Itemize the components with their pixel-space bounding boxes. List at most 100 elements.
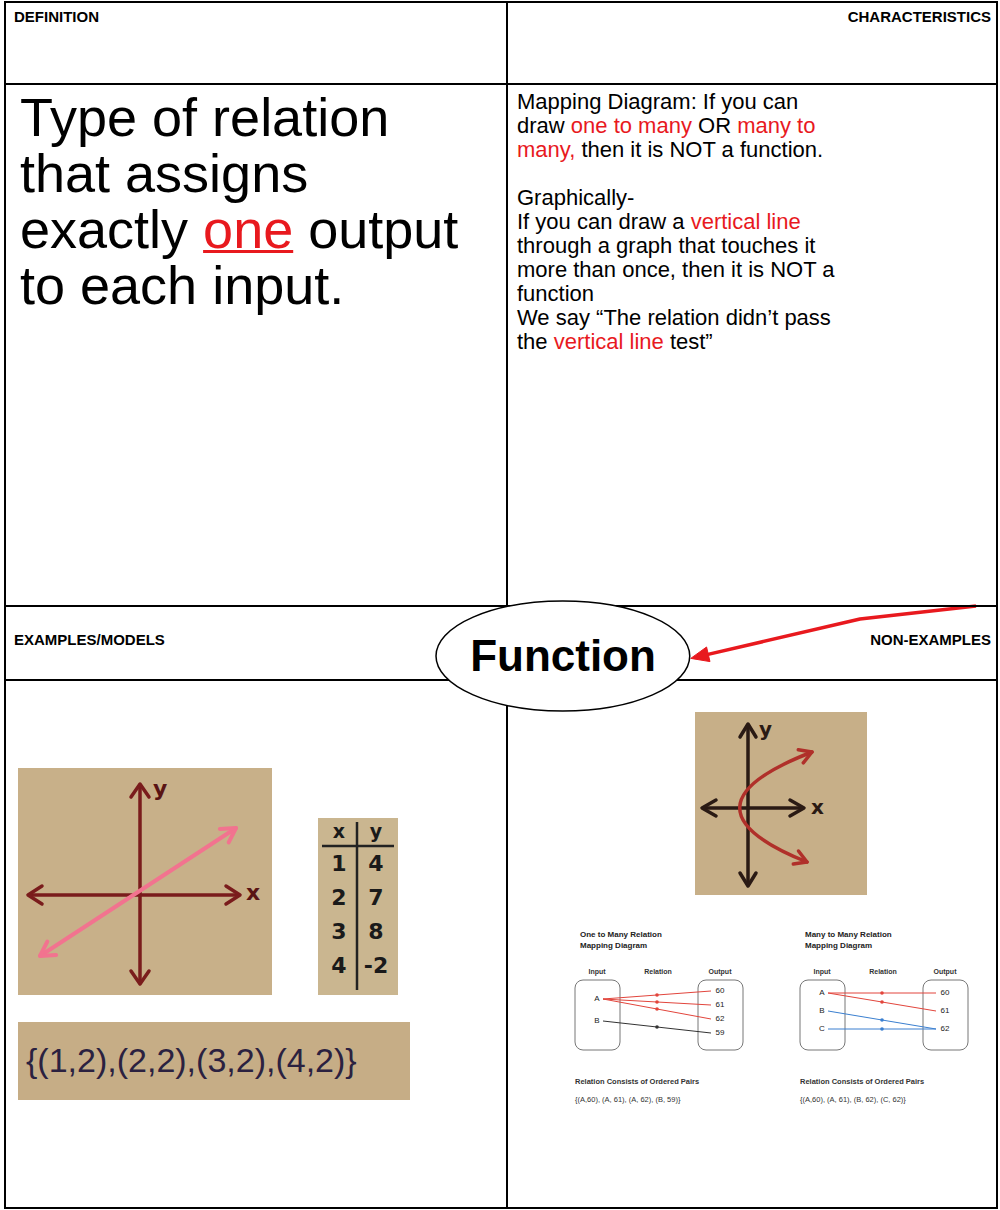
header-strip: EXAMPLES/MODELS	[6, 607, 506, 681]
table-cell: 1	[331, 851, 346, 876]
highlighted-term: vertical line	[554, 329, 664, 354]
highlighted-term: one to many	[571, 113, 692, 138]
line-arrowhead	[40, 942, 56, 956]
relation-dot	[655, 1025, 659, 1029]
mapping-caption: Relation Consists of Ordered Pairs	[800, 1078, 924, 1087]
header-strip: DEFINITION	[6, 3, 506, 85]
definition-cell: DEFINITIONType of relation that assigns …	[4, 1, 508, 607]
input-value: A	[594, 994, 599, 1003]
column-header: Output	[934, 968, 957, 976]
axis-arrowhead	[131, 784, 149, 797]
output-set	[698, 980, 743, 1050]
characteristic-text: test”	[670, 329, 713, 354]
relation-dot	[880, 1018, 884, 1022]
column-header: Input	[813, 968, 830, 976]
mapping-lines	[828, 993, 936, 1029]
table-cell: 7	[368, 885, 383, 910]
mapping-line	[603, 1021, 711, 1033]
output-value: 59	[716, 1028, 725, 1037]
paragraph: Mapping Diagram: If you can draw one to …	[517, 90, 842, 162]
photo-ground	[695, 712, 867, 895]
axis-label: x	[246, 880, 260, 905]
cell-heading: CHARACTERISTICS	[848, 8, 991, 25]
output-value: 60	[941, 988, 950, 997]
characteristic-text: If you can draw a	[517, 209, 685, 234]
table-cell: 4	[368, 851, 383, 876]
graph-line	[40, 828, 236, 956]
axis-label: x	[811, 796, 824, 819]
characteristics-cell: CHARACTERISTICS Mapping Diagram: If you c…	[506, 1, 998, 607]
mapping-title: Mapping Diagram	[580, 941, 647, 950]
mapping-line	[828, 993, 936, 1011]
output-value: 60	[716, 986, 725, 995]
ellipse-shape	[436, 601, 690, 711]
output-value: 62	[716, 1014, 725, 1023]
photo-ground	[18, 768, 272, 995]
axis-label: y	[153, 776, 167, 801]
axis-arrowhead	[131, 971, 149, 984]
linear-graph	[40, 828, 236, 956]
mapping-caption: Relation Consists of Ordered Pairs	[575, 1078, 699, 1087]
table-cell: 2	[331, 885, 346, 910]
relation-dot	[655, 1000, 659, 1004]
table-cell: x	[333, 821, 345, 843]
relation-dot	[880, 1000, 884, 1004]
column-header: Relation	[869, 968, 897, 976]
parabola-curve	[740, 752, 812, 862]
mapping-title: Many to Many Relation	[805, 930, 892, 939]
cell-body: Mapping Diagram: If you can draw one to …	[508, 85, 996, 354]
line-arrowhead	[220, 828, 236, 842]
table-cell: 4	[331, 953, 346, 978]
mapping-title: One to Many Relation	[580, 930, 662, 939]
output-value: 62	[941, 1024, 950, 1033]
output-set	[923, 980, 968, 1050]
cell-heading: EXAMPLES/MODELS	[14, 631, 165, 648]
axis-arrowhead	[28, 886, 42, 904]
ordered-pairs: {(A,60), (A, 61), (A, 62), (B, 59)}	[575, 1096, 680, 1105]
relation-dot	[655, 993, 659, 997]
mapping-lines	[603, 991, 711, 1033]
curve-arrowhead	[793, 851, 807, 864]
characteristic-text: then it is NOT a function.	[581, 137, 823, 162]
concept-word: Function	[470, 632, 656, 680]
sideways-parabola	[740, 750, 812, 864]
characteristic-text: Graphically-	[517, 185, 634, 210]
ordered-pairs: {(A,60), (A, 61), (B, 62), (C, 62)}	[800, 1096, 906, 1105]
relation-dot	[655, 1007, 659, 1011]
output-value: 61	[941, 1006, 950, 1015]
table-rule	[322, 845, 394, 848]
non-example-graph	[695, 712, 867, 895]
column-header: Relation	[644, 968, 672, 976]
input-value: A	[819, 988, 824, 997]
concept-ellipse: Function	[435, 600, 691, 712]
highlighted-term: vertical line	[691, 209, 801, 234]
cell-heading: NON-EXAMPLES	[870, 631, 991, 648]
input-value: C	[819, 1024, 825, 1033]
table-cell: 3	[331, 919, 346, 944]
axis-arrowhead	[740, 724, 756, 737]
y-axis	[746, 726, 750, 884]
column-header: Input	[588, 968, 605, 976]
paragraph: Graphically-	[517, 186, 842, 210]
header-strip: CHARACTERISTICS	[508, 3, 996, 85]
characteristic-text: through a graph that touches it more tha…	[517, 233, 835, 306]
relation-dot	[880, 991, 884, 995]
input-value: B	[819, 1006, 824, 1015]
example-table	[318, 818, 398, 995]
photo-ground	[318, 818, 398, 995]
example-line-graph	[18, 768, 272, 995]
x-axis	[704, 806, 802, 810]
paragraph: Type of relation that assigns exactly on…	[20, 89, 485, 313]
photo-ground	[18, 1022, 410, 1100]
axis-label: y	[759, 718, 772, 741]
input-set	[575, 980, 620, 1050]
table-cell: y	[370, 821, 382, 843]
relation-dot	[880, 1027, 884, 1031]
column-header: Output	[709, 968, 732, 976]
axis-arrowhead	[702, 800, 716, 816]
mapping-line	[603, 999, 711, 1019]
axis-arrowhead	[226, 886, 240, 904]
mapping-line	[828, 1011, 936, 1029]
